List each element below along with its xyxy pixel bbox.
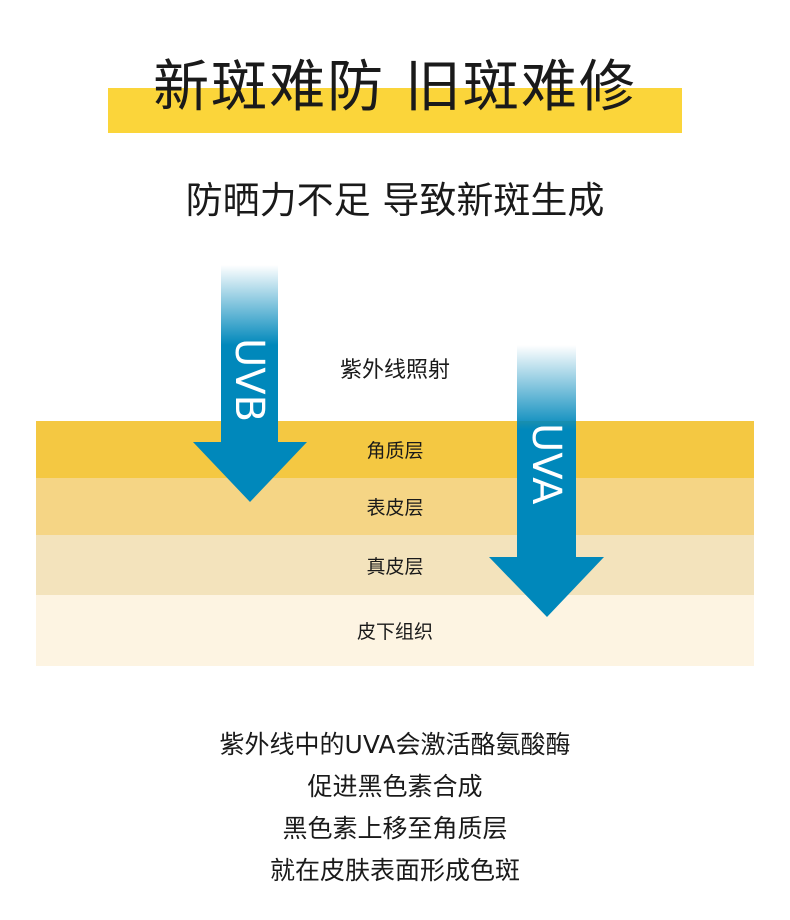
footer-line: 促进黑色素合成 — [307, 772, 483, 801]
layer-subcutaneous: 皮下组织 — [36, 595, 754, 666]
footer-line: 就在皮肤表面形成色斑 — [269, 856, 520, 885]
uva-arrow-icon — [489, 345, 604, 617]
layer-dermis: 真皮层 — [36, 535, 754, 595]
uvb-label: UVB — [226, 338, 272, 423]
uvb-arrow-icon — [193, 265, 307, 502]
footer-line: 紫外线中的UVA会激活酪氨酸酶 — [219, 730, 571, 759]
subtitle: 防晒力不足 导致新斑生成 — [185, 179, 605, 222]
footer-text: 紫外线中的UVA会激活酪氨酸酶 促进黑色素合成 黑色素上移至角质层 就在皮肤表面… — [0, 724, 790, 892]
page-title: 新斑难防 旧斑难修 — [153, 55, 637, 120]
uva-label: UVA — [523, 423, 569, 505]
layer-epidermis: 表皮层 — [36, 478, 754, 535]
layer-stratum-corneum: 角质层 — [36, 421, 754, 478]
uv-irradiation-label: 紫外线照射 — [339, 358, 450, 383]
footer-line: 黑色素上移至角质层 — [282, 814, 508, 843]
title-highlight — [108, 88, 682, 133]
